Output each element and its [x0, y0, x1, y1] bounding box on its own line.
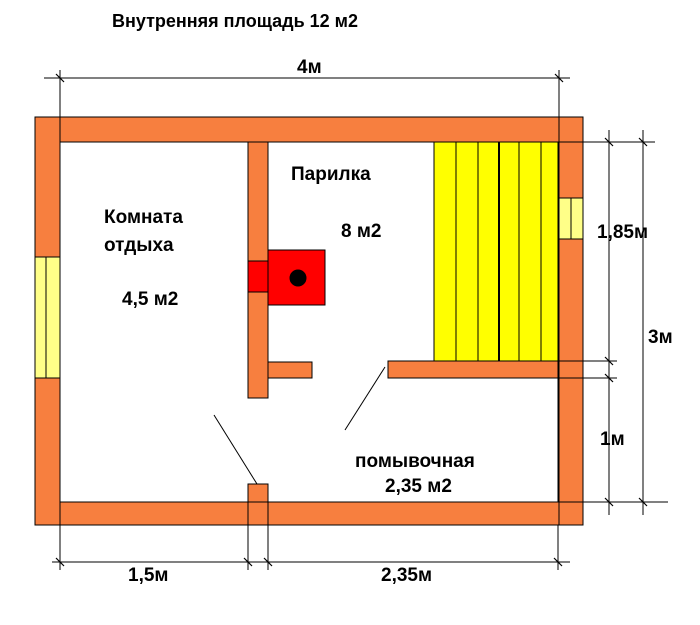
dim-bottom-left: 1,5м	[128, 565, 169, 586]
room-wash-name: помывочная	[355, 451, 475, 472]
room-rest-name-1: Комната	[104, 207, 183, 228]
partition-stub	[267, 361, 313, 379]
room-steam-name: Парилка	[291, 164, 371, 185]
page-title: Внутренняя площадь 12 м2	[112, 11, 358, 31]
room-rest-name-2: отдыха	[104, 235, 174, 256]
room-rest-area: 4,5 м2	[122, 289, 179, 310]
door-wash-room	[344, 366, 386, 431]
bench-shelves	[433, 141, 559, 362]
door-rest-room	[213, 414, 258, 485]
dimension-lines	[44, 70, 668, 570]
stove-firebox	[247, 260, 269, 293]
dim-bottom-right: 2,35м	[381, 565, 433, 586]
wash-room-wall	[387, 360, 559, 379]
left-window	[34, 256, 61, 379]
dim-top-width: 4м	[297, 57, 322, 78]
room-steam-area: 8 м2	[341, 221, 382, 242]
dim-right-upper: 1,85м	[597, 222, 649, 243]
dim-right-total: 3м	[648, 327, 673, 348]
door-stub	[247, 483, 269, 503]
stove-chimney-icon	[289, 269, 307, 287]
dim-right-lower: 1м	[600, 429, 625, 450]
room-wash-area: 2,35 м2	[385, 476, 452, 497]
